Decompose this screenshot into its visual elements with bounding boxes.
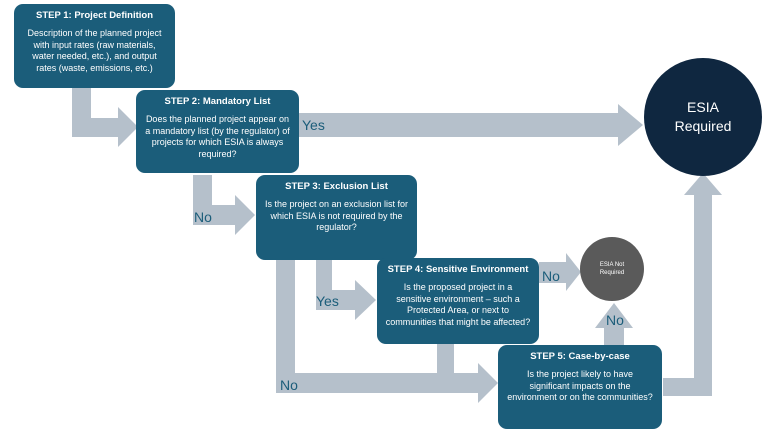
step2-box: STEP 2: Mandatory List Does the planned … [136, 90, 299, 173]
step5-box: STEP 5: Case-by-case Is the project like… [498, 345, 662, 429]
step4-description: Is the proposed project in a sensitive e… [385, 282, 531, 327]
esia-required-label: ESIA Required [674, 99, 732, 134]
step4-no-label: No [542, 268, 560, 284]
arrow-step2-no [193, 175, 255, 235]
step5-title: STEP 5: Case-by-case [530, 351, 630, 362]
arrow-step3-no [276, 260, 498, 403]
step2-no-label: No [194, 209, 212, 225]
arrow-step4-no [539, 253, 581, 291]
step3-description: Is the project on an exclusion list for … [264, 199, 409, 232]
step3-title: STEP 3: Exclusion List [285, 181, 388, 192]
step3-yes-label: Yes [316, 293, 339, 309]
step1-box: STEP 1: Project Definition Description o… [14, 4, 175, 88]
arrow-step2-yes [290, 104, 643, 146]
esia-not-required-label: ESIA Not Required [599, 262, 625, 276]
arrow-step4-down [437, 344, 454, 378]
step2-description: Does the planned project appear on a man… [145, 114, 290, 159]
step5-no-label: No [606, 312, 624, 328]
step2-title: STEP 2: Mandatory List [164, 96, 271, 107]
step3-box: STEP 3: Exclusion List Is the project on… [256, 175, 417, 260]
step2-yes-label: Yes [302, 117, 325, 133]
esia-required-circle: ESIA Required [644, 58, 762, 176]
arrow-step1-to-step2 [72, 86, 138, 147]
step1-description: Description of the planned project with … [27, 28, 162, 73]
step4-title: STEP 4: Sensitive Environment [387, 264, 529, 275]
arrow-step5-no [595, 303, 633, 353]
step1-title: STEP 1: Project Definition [35, 10, 153, 21]
step3-no-label: No [280, 377, 298, 393]
arrow-step3-yes [316, 260, 376, 320]
arrow-step5-to-esia-required [663, 173, 722, 396]
step4-box: STEP 4: Sensitive Environment Is the pro… [377, 258, 539, 344]
esia-not-required-circle: ESIA Not Required [580, 237, 644, 301]
step5-description: Is the project likely to have significan… [507, 369, 653, 402]
